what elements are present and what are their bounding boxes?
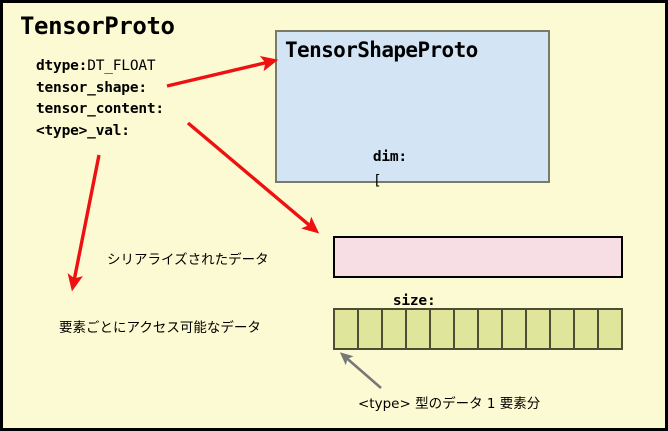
element-cell bbox=[383, 310, 407, 348]
shape-line-dim: dim: [ bbox=[303, 121, 436, 217]
tensor-shape-proto-box: TensorShapeProto dim: [ size: 5, size: 4… bbox=[275, 30, 550, 333]
element-cell bbox=[575, 310, 599, 348]
tensor-shape-proto-title: TensorShapeProto bbox=[285, 38, 478, 62]
element-cell bbox=[503, 310, 527, 348]
shape-line-size-1: size: 4 bbox=[303, 409, 436, 428]
serialized-data-label: シリアライズされたデータ bbox=[107, 252, 269, 268]
root-proto-title: TensorProto bbox=[20, 12, 175, 40]
element-cell bbox=[551, 310, 575, 348]
shape-value-dim: [ bbox=[372, 173, 382, 189]
element-cell bbox=[335, 310, 359, 348]
shape-key-size-0: size: bbox=[392, 293, 436, 309]
element-cell bbox=[407, 310, 431, 348]
element-cell bbox=[455, 310, 479, 348]
field-row-tensor-content: tensor_content: bbox=[36, 99, 164, 121]
serialized-data-bar bbox=[333, 236, 623, 278]
field-row-dtype: dtype:DT_FLOAT bbox=[36, 56, 164, 78]
field-key-dtype: dtype: bbox=[36, 58, 88, 74]
field-row-tensor-shape: tensor_shape: bbox=[36, 78, 164, 100]
field-key-tensor-content: tensor_content: bbox=[36, 101, 164, 117]
field-key-type-val: <type>_val: bbox=[36, 122, 130, 139]
shape-key-dim: dim: bbox=[372, 149, 407, 165]
elementwise-data-label: 要素ごとにアクセス可能なデータ bbox=[59, 320, 261, 336]
root-proto-field-list: dtype:DT_FLOAT tensor_shape: tensor_cont… bbox=[36, 56, 164, 142]
element-caption: <type> 型のデータ 1 要素分 bbox=[358, 396, 541, 412]
element-cell bbox=[359, 310, 383, 348]
arrow-tensor-shape-to-shape-box bbox=[166, 56, 279, 88]
arrow-type-val-to-elementwise-grid bbox=[67, 154, 101, 292]
element-cell bbox=[599, 310, 621, 348]
element-cell bbox=[527, 310, 551, 348]
field-value-dtype: DT_FLOAT bbox=[87, 58, 156, 74]
element-cell bbox=[479, 310, 503, 348]
element-cell bbox=[431, 310, 455, 348]
field-row-type-val: <type>_val: bbox=[36, 121, 164, 143]
elementwise-data-grid bbox=[333, 308, 623, 350]
field-key-tensor-shape: tensor_shape: bbox=[36, 79, 147, 96]
